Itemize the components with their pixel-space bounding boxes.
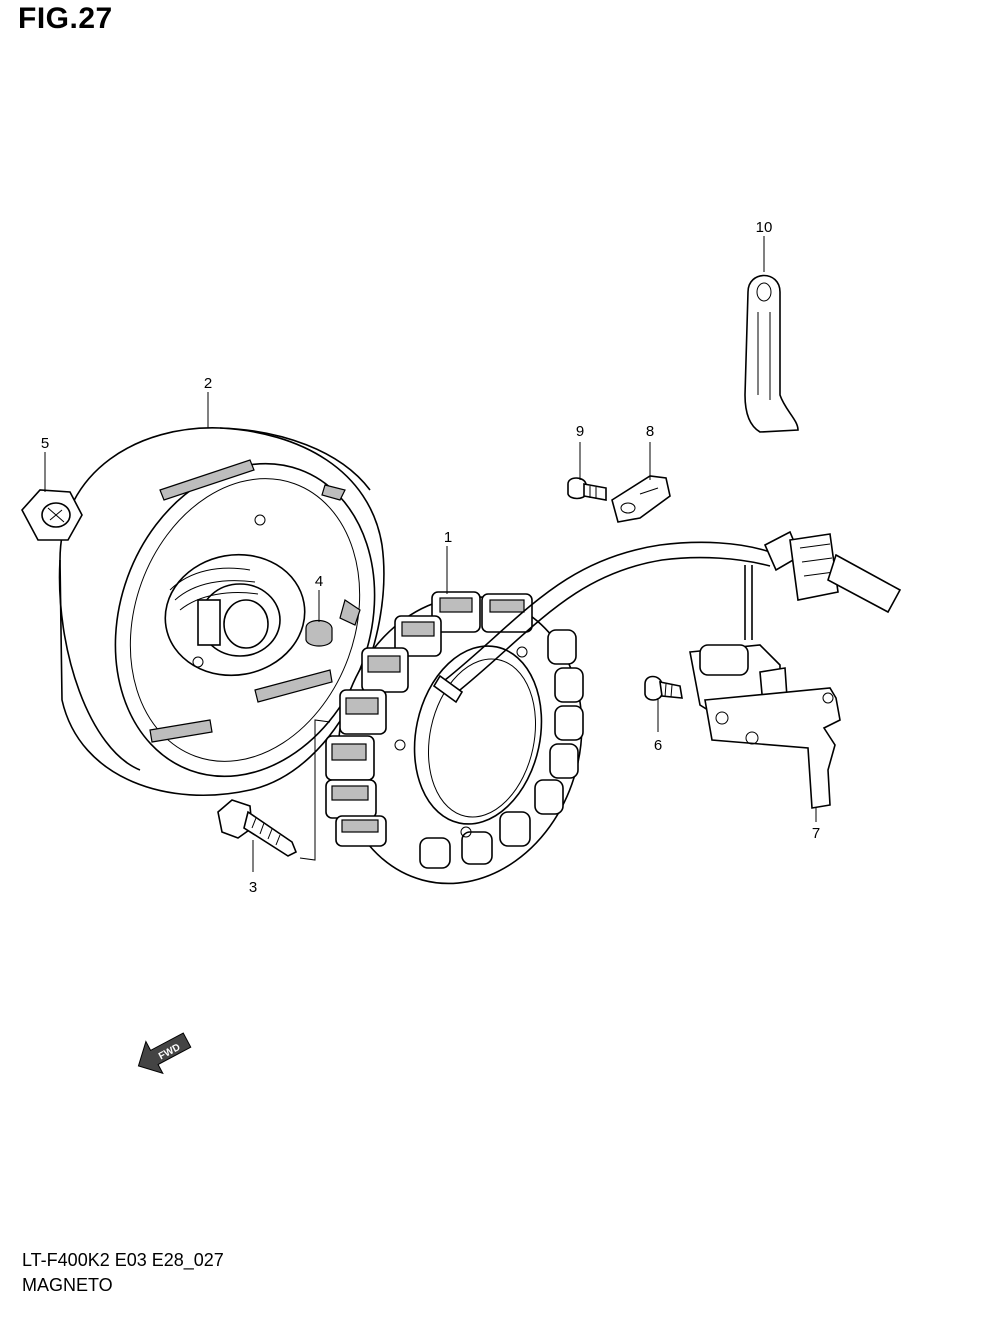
callout-4: 4 — [315, 573, 323, 590]
figure-title: FIG.27 — [18, 2, 113, 35]
leader-lines — [44, 236, 817, 872]
part-5-nut[interactable] — [21, 489, 83, 541]
part-3-bolt[interactable] — [217, 799, 298, 857]
part-4-key[interactable] — [305, 619, 333, 647]
lead-wire-harness — [432, 541, 771, 704]
callout-9: 9 — [576, 423, 584, 440]
callout-5: 5 — [41, 435, 49, 452]
part-2-flywheel[interactable] — [58, 427, 418, 813]
wire-connector[interactable] — [763, 530, 902, 614]
fwd-arrow-icon: FWD — [137, 1032, 192, 1075]
part-1-stator[interactable] — [307, 569, 614, 911]
callout-1: 1 — [444, 529, 452, 546]
callout-8: 8 — [646, 423, 654, 440]
callout-3: 3 — [249, 879, 257, 896]
part-10-holder-clip[interactable] — [744, 274, 799, 433]
callout-6: 6 — [654, 737, 662, 754]
callout-2: 2 — [204, 375, 212, 392]
part-6-screw[interactable] — [644, 675, 683, 701]
part-9-screw[interactable] — [567, 477, 607, 501]
part-7-pickup-coil[interactable] — [689, 644, 841, 809]
callouts: 1 2 3 4 5 6 7 8 9 10 — [41, 219, 820, 896]
callout-7: 7 — [812, 825, 820, 842]
callout-10: 10 — [756, 219, 773, 236]
part-8-clamp-plate[interactable] — [611, 475, 671, 523]
section-name: MAGNETO — [22, 1275, 113, 1295]
model-code: LT-F400K2 E03 E28_027 — [22, 1250, 224, 1270]
